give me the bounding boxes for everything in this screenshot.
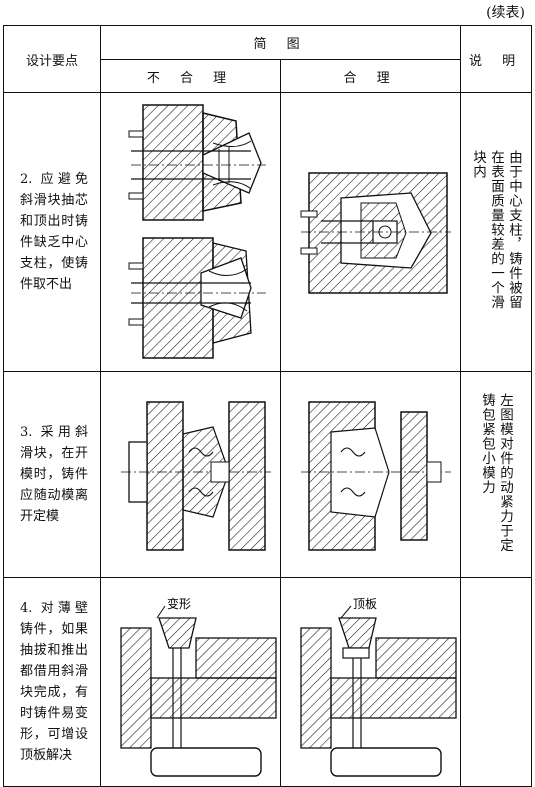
note-row2: 由于中心支柱，铸件被留在表面质量较差的一个滑块内: [460, 92, 533, 372]
figure-row4-reasonable: 顶板: [279, 577, 462, 787]
figure-row3-unreasonable: [100, 371, 281, 578]
design-point-2: 2. 应避免斜滑块抽芯和顶出时铸件缺乏中心支柱，使铸件取不出: [3, 92, 101, 372]
design-point-4: 4. 对薄壁铸件，如果抽拔和推出都借用斜滑块完成，有时铸件易变形，可增设顶板解决: [3, 577, 101, 787]
note-row3: 左图模对件的动紧力于定铸包紧包小模力: [460, 371, 533, 578]
note-row3-text: 左图模对件的动紧力于定铸包紧包小模力: [479, 392, 514, 553]
deform-label: 变形: [167, 596, 191, 611]
header-design-points: 设计要点: [3, 25, 101, 93]
design-point-3: 3. 采用斜滑块，在开模时，铸件应随动模离开定模: [3, 371, 101, 578]
header-reasonable: 合 理: [279, 59, 462, 93]
figure-row2-reasonable: [279, 92, 462, 372]
continued-label: (续表): [486, 5, 525, 21]
design-points-table: 设计要点 简 图 说 明 不 合 理 合 理 2. 应避免斜滑块抽芯和顶出时铸件…: [3, 25, 533, 787]
figure-row2-reasonable-drawing: [300, 172, 451, 294]
figure-row2-unreasonable: [100, 92, 281, 372]
figure-row3-reasonable-drawing: [301, 401, 451, 551]
header-sketch: 简 图: [99, 25, 462, 60]
top-plate-label: 顶板: [353, 597, 377, 611]
figure-row4-unreasonable-drawing: 变形: [120, 596, 277, 777]
note-row2-text: 由于中心支柱，铸件被留在表面质量较差的一个滑块内: [470, 150, 523, 310]
figure-row3-unreasonable-drawing: [121, 401, 271, 551]
figure-row4-reasonable-drawing: 顶板: [300, 597, 457, 777]
figure-row2-unreasonable-drawing: [128, 104, 266, 359]
figure-row4-unreasonable: 变形: [100, 577, 281, 787]
note-row4: [460, 577, 533, 787]
header-note: 说 明: [460, 25, 533, 93]
header-unreasonable: 不 合 理: [100, 59, 281, 93]
figure-row3-reasonable: [279, 371, 462, 578]
